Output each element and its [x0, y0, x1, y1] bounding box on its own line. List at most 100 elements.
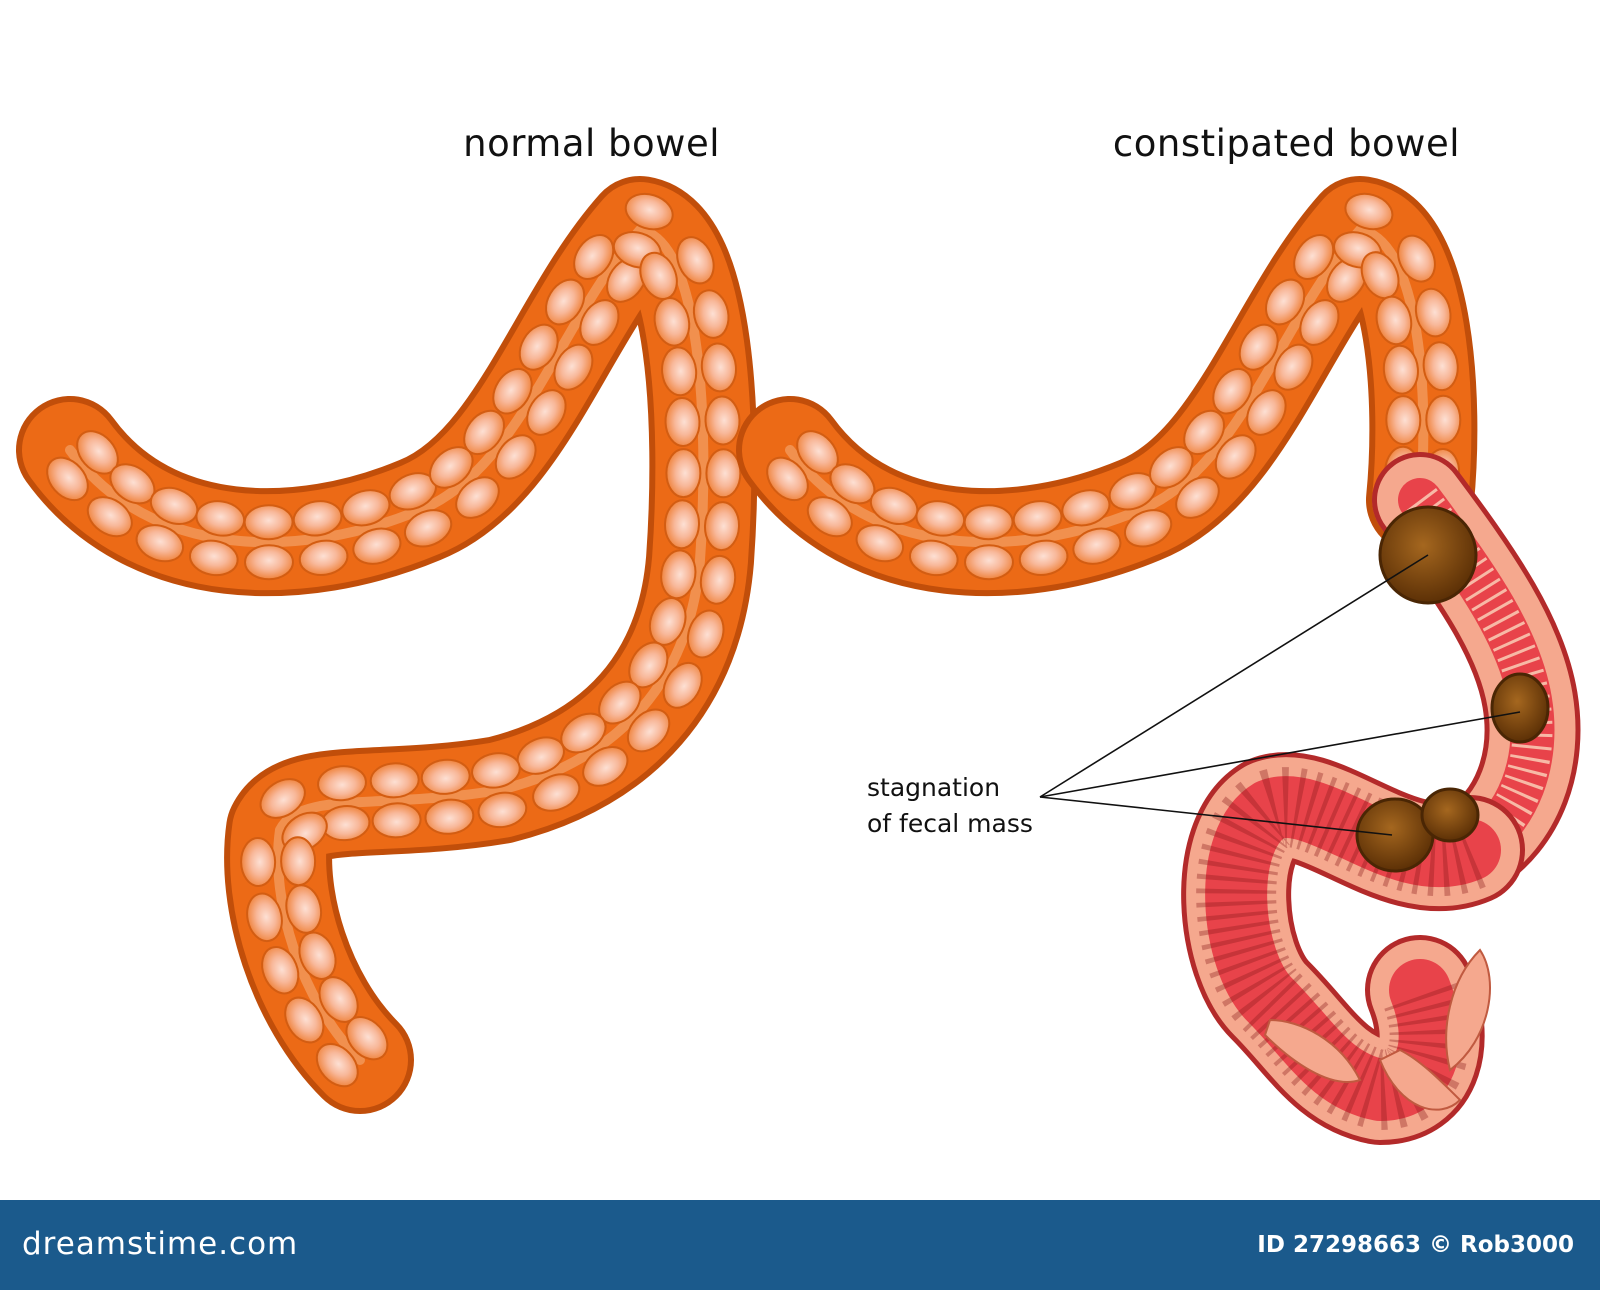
- normal-bowel-body: [22, 182, 752, 1108]
- haustra-bulge: [244, 544, 294, 581]
- normal-bowel-haustra: [46, 192, 742, 1088]
- haustra-bulge: [369, 762, 420, 799]
- haustra-bulge: [855, 524, 905, 563]
- haustra-bulge: [1123, 509, 1173, 548]
- haustra-bulge: [1183, 409, 1226, 456]
- haustra-bulge: [86, 496, 133, 538]
- haustra-bulge: [315, 1042, 359, 1088]
- haustra-bulge: [964, 544, 1014, 581]
- haustra-bulge: [1299, 299, 1340, 346]
- leader-line-2: [1039, 711, 1521, 798]
- callout-leaders: [1039, 554, 1521, 836]
- haustra-bulge: [704, 395, 741, 446]
- sphincter-left: [1263, 1018, 1362, 1083]
- haustra-bulge: [518, 323, 559, 371]
- haustra-bulge: [492, 367, 533, 415]
- haustra-bulge: [345, 1016, 389, 1061]
- haustra-bulge: [424, 798, 475, 835]
- haustra-bulge: [494, 434, 537, 480]
- fecal-mass-3b: [1420, 787, 1480, 843]
- haustra-bulge: [1397, 234, 1436, 283]
- footer-brand: dreamstime.com: [22, 1226, 299, 1262]
- fecal-mass-2: [1490, 672, 1550, 744]
- constipated-bowel-taenia: [785, 224, 1429, 548]
- callout-line-2: of fecal mass: [867, 809, 1033, 838]
- leader-line-3: [1039, 796, 1393, 836]
- haustra-bulge: [766, 456, 809, 502]
- haustra-bulge: [463, 409, 506, 456]
- haustra-bulge: [692, 289, 730, 339]
- haustra-bulge: [1072, 527, 1122, 565]
- haustra-bulge: [298, 539, 349, 576]
- callout-line-1: stagnation: [867, 773, 1001, 802]
- haustra-bulge: [1375, 295, 1413, 346]
- haustra-bulge: [317, 765, 367, 802]
- haustra-bulge: [188, 539, 239, 577]
- fecal-mass-callout: stagnation of fecal mass: [867, 770, 1033, 842]
- haustra-bulge: [1018, 539, 1069, 576]
- normal-bowel-taenia: [65, 225, 709, 1065]
- haustra-bulge: [1425, 394, 1462, 445]
- haustra-bulge: [1382, 344, 1419, 395]
- haustra-bulge: [1246, 389, 1287, 436]
- haustra-bulge: [1385, 395, 1422, 446]
- haustra-bulge: [553, 343, 594, 391]
- normal-bowel: [16, 176, 758, 1114]
- haustra-bulge: [908, 539, 959, 577]
- haustra-bulge: [246, 892, 283, 943]
- haustra-bulge: [700, 342, 737, 393]
- haustra-bulge: [341, 489, 391, 527]
- haustra-bulge: [135, 524, 185, 563]
- constipated-bowel-title: constipated bowel: [1112, 122, 1460, 165]
- haustra-bulge: [653, 297, 691, 347]
- haustra-bulge: [1414, 287, 1452, 338]
- haustra-bulge: [662, 661, 703, 709]
- haustra-bulge: [665, 448, 702, 499]
- haustra-bulge: [455, 476, 500, 519]
- haustra-bulge: [243, 504, 294, 541]
- leader-line-1: [1039, 554, 1429, 798]
- haustra-bulge: [371, 802, 422, 839]
- haustra-bulge: [292, 500, 343, 537]
- haustra-bulge: [661, 346, 698, 397]
- anal-canal: [1378, 1048, 1462, 1111]
- haustra-bulge: [1012, 500, 1063, 537]
- haustra-bulge: [420, 758, 471, 795]
- constipated-bowel: [736, 176, 1581, 1145]
- watermark-footer: dreamstime.com ID 27298663 © Rob3000: [0, 1200, 1600, 1290]
- haustra-bulge: [699, 554, 737, 605]
- haustra-bulge: [280, 836, 317, 887]
- haustra-bulge: [1344, 192, 1394, 231]
- constipated-bowel-haustra: [766, 192, 1462, 581]
- haustra-bulge: [1214, 434, 1257, 480]
- haustra-bulge: [705, 448, 742, 499]
- haustra-bulge: [1293, 234, 1335, 280]
- haustra-bulge: [477, 791, 528, 829]
- haustra-bulge: [1273, 343, 1314, 391]
- haustra-bulge: [1265, 278, 1306, 326]
- haustra-bulge: [1061, 489, 1111, 527]
- haustra-bulge: [261, 946, 300, 995]
- haustra-bulge: [284, 996, 325, 1044]
- haustra-bulge: [806, 496, 853, 538]
- haustra-bulge: [1422, 341, 1459, 392]
- haustra-bulge: [664, 397, 701, 447]
- haustra-bulge: [703, 501, 741, 552]
- sphincter-right: [1445, 948, 1491, 1072]
- haustra-bulge: [963, 504, 1014, 541]
- haustra-bulge: [259, 778, 306, 819]
- haustra-bulge: [573, 234, 615, 280]
- haustra-bulge: [403, 509, 453, 548]
- haustra-bulge: [46, 456, 89, 502]
- haustra-bulge: [471, 752, 521, 789]
- haustra-bulge: [663, 499, 701, 550]
- diagram-canvas: normal bowel constipated bowel stagnatio…: [16, 122, 1581, 1145]
- footer-credit: ID 27298663 © Rob3000: [1257, 1232, 1574, 1258]
- haustra-bulge: [686, 609, 725, 659]
- normal-bowel-title: normal bowel: [463, 122, 720, 165]
- haustra-bulge: [526, 389, 567, 436]
- haustra-bulge: [1238, 323, 1279, 371]
- haustra-bulge: [240, 837, 277, 887]
- haustra-bulge: [545, 278, 586, 326]
- haustra-bulge: [582, 746, 629, 787]
